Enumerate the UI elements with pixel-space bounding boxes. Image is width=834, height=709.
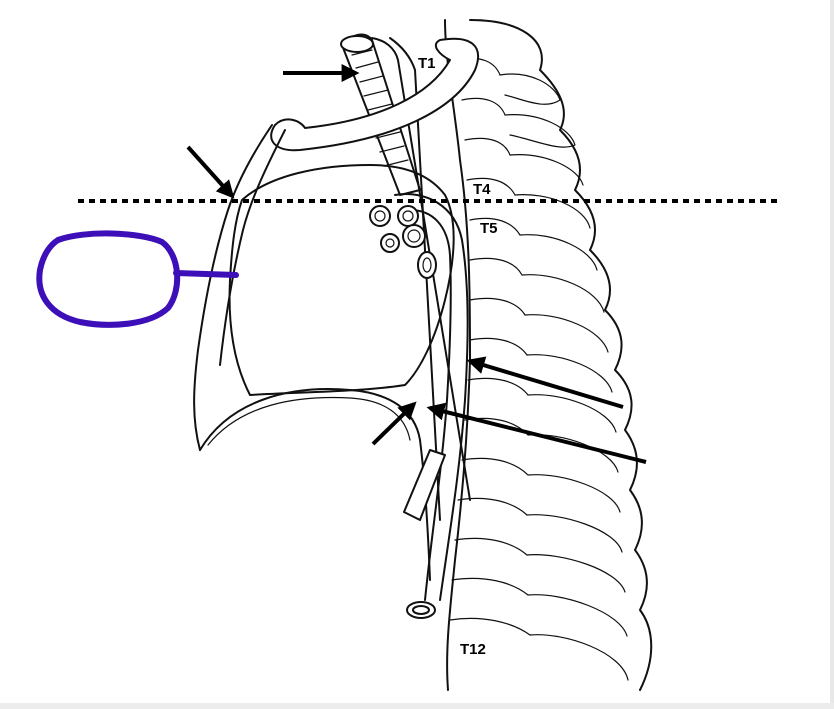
descending-aorta bbox=[394, 193, 469, 619]
esophagus-tube bbox=[371, 37, 471, 521]
first-rib bbox=[270, 37, 480, 152]
vertebral-column bbox=[444, 19, 653, 691]
label-t1: T1 bbox=[418, 55, 436, 72]
esophagus-stub bbox=[403, 449, 446, 521]
sternum bbox=[193, 124, 286, 451]
hand-annotation bbox=[36, 230, 239, 328]
window-frame-bottom bbox=[0, 703, 834, 709]
arrow-esophagus-left bbox=[371, 401, 417, 446]
arrows bbox=[186, 64, 647, 464]
label-t12: T12 bbox=[460, 641, 486, 658]
arrow-descending-aorta bbox=[466, 356, 624, 409]
annotation-leader bbox=[173, 270, 239, 278]
vessel-cross-sections bbox=[369, 205, 437, 279]
diaphragm bbox=[199, 388, 431, 581]
window-frame-right bbox=[830, 0, 834, 709]
label-t4: T4 bbox=[473, 181, 491, 198]
label-t5: T5 bbox=[480, 220, 498, 237]
arrow-sternal-angle bbox=[186, 145, 235, 199]
arrow-esophagus-right bbox=[426, 402, 647, 464]
annotation-circle bbox=[36, 230, 181, 328]
heart-outline bbox=[228, 164, 455, 396]
